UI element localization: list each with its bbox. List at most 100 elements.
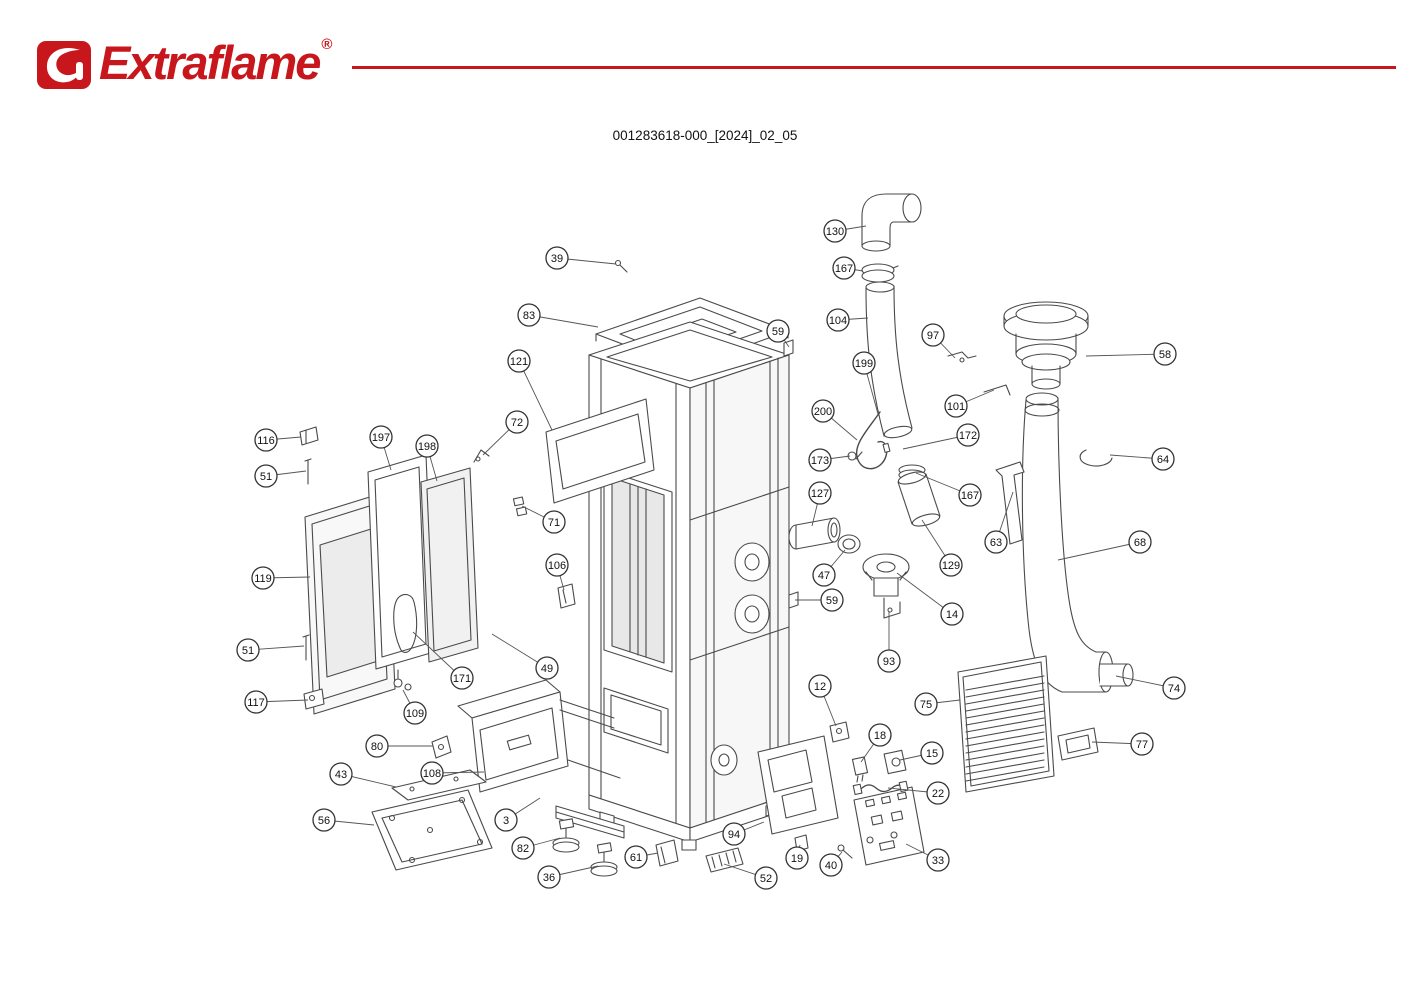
callout-balloon — [921, 323, 945, 347]
bottom-plate — [371, 789, 493, 871]
callout-number: 97 — [927, 330, 939, 342]
callout-balloon — [244, 690, 268, 714]
blower-bracket — [883, 597, 901, 619]
callout-82: 82 — [511, 836, 561, 860]
callout-94: 94 — [722, 821, 765, 846]
callout-balloon — [517, 303, 541, 327]
callout-number: 116 — [257, 435, 275, 447]
retaining-ring — [1079, 449, 1113, 467]
callout-77: 77 — [1091, 732, 1154, 756]
callout-36: 36 — [537, 865, 599, 889]
callout-59: 59 — [795, 588, 844, 612]
callout-number: 33 — [932, 855, 944, 867]
callout-number: 51 — [242, 645, 254, 657]
callout-172: 172 — [902, 423, 980, 450]
outlet-gasket — [837, 534, 861, 554]
callout-balloon — [420, 761, 444, 785]
callout-balloon — [254, 428, 278, 452]
callout-number: 68 — [1134, 537, 1146, 549]
page-header: Extraflame ® — [36, 36, 1396, 92]
callout-51: 51 — [254, 464, 307, 488]
callout-balloon — [1130, 732, 1154, 756]
callout-balloon — [820, 588, 844, 612]
exploded-parts-drawing — [299, 193, 1134, 877]
flue-pipe — [865, 281, 913, 439]
callout-number: 172 — [959, 430, 977, 442]
callout-52: 52 — [723, 863, 778, 890]
callout-number: 36 — [543, 872, 555, 884]
callout-number: 127 — [811, 488, 829, 500]
callout-balloon — [450, 666, 474, 690]
callout-number: 167 — [835, 263, 853, 275]
callout-balloon — [956, 423, 980, 447]
callout-number: 56 — [318, 815, 330, 827]
callout-58: 58 — [1085, 342, 1177, 366]
callout-balloon — [722, 822, 746, 846]
callout-balloon — [312, 808, 336, 832]
callout-number: 19 — [791, 853, 803, 865]
callout-68: 68 — [1057, 530, 1152, 561]
callout-leader-line — [1085, 353, 1166, 357]
callout-number: 71 — [548, 517, 560, 529]
callout-number: 58 — [1159, 349, 1171, 361]
doc-code: 001283618-000_[2024]_02_05 — [612, 128, 798, 143]
callout-balloon — [940, 602, 964, 626]
callout-balloon — [785, 846, 809, 870]
board-cover — [757, 735, 839, 835]
callout-balloon — [939, 553, 963, 577]
callout-167: 167 — [915, 472, 982, 507]
callout-number: 171 — [453, 673, 471, 685]
callout-72: 72 — [482, 410, 529, 456]
callout-116: 116 — [254, 428, 302, 452]
callout-balloon — [511, 836, 535, 860]
callout-43: 43 — [329, 762, 397, 788]
callout-number: 77 — [1136, 739, 1148, 751]
callout-balloon — [926, 848, 950, 872]
callout-39: 39 — [545, 246, 617, 270]
callout-balloon — [251, 566, 275, 590]
callout-number: 167 — [961, 490, 979, 502]
callout-balloon — [808, 481, 832, 505]
firebox-opening — [603, 469, 673, 673]
panel-bracket — [1057, 727, 1099, 761]
callout-balloon — [852, 351, 876, 375]
fan-motors — [710, 542, 770, 776]
control-board — [853, 786, 925, 866]
callout-56: 56 — [312, 808, 375, 832]
callout-number: 18 — [874, 730, 886, 742]
callout-balloon — [494, 808, 518, 832]
callout-balloon — [944, 394, 968, 418]
callout-number: 47 — [818, 570, 830, 582]
header-rule — [352, 65, 1396, 69]
callout-balloon — [507, 349, 531, 373]
callout-balloon — [236, 638, 260, 662]
callout-number: 15 — [926, 748, 938, 760]
sensor-wire — [855, 411, 891, 470]
callout-balloon — [868, 723, 892, 747]
callout-number: 106 — [548, 560, 566, 572]
outlet-stub — [1099, 663, 1134, 687]
callout-200: 200 — [811, 399, 858, 441]
callout-balloon — [545, 246, 569, 270]
callout-171: 171 — [412, 631, 474, 690]
callout-75: 75 — [914, 692, 961, 716]
callout-167: 167 — [832, 256, 864, 280]
callout-173: 173 — [808, 448, 851, 472]
callout-balloon — [958, 483, 982, 507]
callout-balloon — [984, 530, 1008, 554]
callout-101: 101 — [944, 389, 995, 418]
callout-number: 3 — [503, 815, 509, 827]
callout-93: 93 — [877, 612, 901, 673]
callout-61: 61 — [624, 845, 659, 869]
callout-109: 109 — [402, 689, 427, 725]
smoke-blower — [862, 553, 910, 597]
flame-icon — [37, 41, 91, 89]
smoke-outlet — [788, 517, 841, 550]
brand-logo: Extraflame ® — [36, 36, 332, 92]
glass-panel — [420, 467, 479, 663]
power-switch — [851, 756, 869, 783]
long-flue-pipe — [1021, 392, 1114, 693]
callout-number: 199 — [855, 358, 873, 370]
